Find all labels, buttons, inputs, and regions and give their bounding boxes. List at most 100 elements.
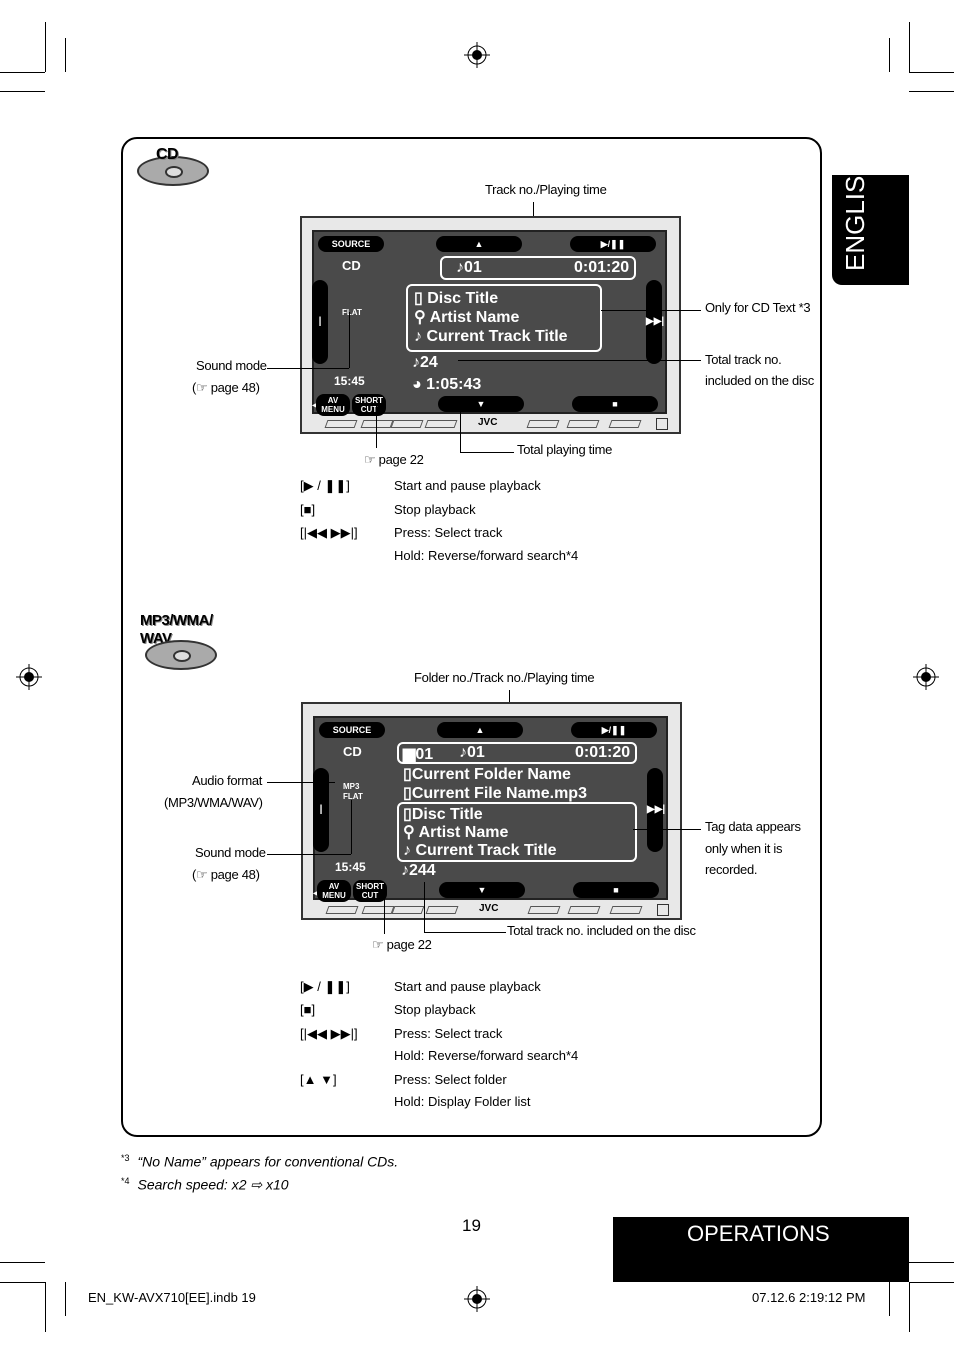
stop-button[interactable]: ■	[572, 396, 658, 412]
key-label: [■]	[300, 1002, 316, 1017]
key-label: [|◀◀ ▶▶|]	[300, 1026, 358, 1041]
callout-sound-ref: (☞ page 48)	[192, 867, 260, 882]
crop-mark	[909, 22, 910, 72]
footnote-mark: *4	[121, 1176, 130, 1186]
file-name: ▯Current File Name.mp3	[403, 785, 587, 802]
footer-stamp: 07.12.6 2:19:12 PM	[752, 1290, 866, 1305]
hw-button[interactable]	[527, 906, 561, 914]
crop-mark	[909, 91, 954, 92]
cd-disc-label: CD	[156, 146, 179, 163]
folder-name: ▯Current Folder Name	[403, 766, 571, 783]
section-label: OPERATIONS	[687, 1221, 830, 1246]
short-cut-button[interactable]: SHORT CUT	[353, 880, 387, 902]
audio-format: MP3	[343, 782, 360, 791]
callout-cd-text: Only for CD Text *3	[705, 300, 811, 315]
key-desc: Hold: Reverse/forward search*4	[394, 548, 579, 563]
language-tab: ENGLISH	[832, 175, 909, 285]
total-tracks: ♪24	[412, 354, 438, 371]
cd-text-box: ▯ Disc Title ⚲ Artist Name ♪ Current Tra…	[406, 284, 602, 352]
track-title: ♪ Current Track Title	[403, 842, 557, 859]
up-button[interactable]: ▲	[436, 236, 522, 252]
leader-line	[458, 360, 701, 361]
callout-folder-track: Folder no./Track no./Playing time	[414, 670, 595, 685]
crop-mark	[0, 1282, 45, 1283]
callout-sound-mode: Sound mode	[196, 358, 267, 373]
folder-track-time-box: ▆01 ♪01 0:01:20	[397, 742, 637, 764]
stop-button[interactable]: ■	[573, 882, 659, 898]
registration-mark-icon	[464, 1286, 490, 1312]
mp3-disc-icon	[145, 640, 217, 670]
crop-mark	[45, 1282, 46, 1332]
source-button[interactable]: SOURCE	[319, 722, 385, 738]
track-number: ♪01	[459, 744, 485, 761]
callout-sound-ref: (☞ page 48)	[192, 380, 260, 395]
source-button[interactable]: SOURCE	[318, 236, 384, 252]
hw-button[interactable]	[609, 906, 643, 914]
mp3-screen: SOURCE ▲ ▶/❚❚ CD ▆01 ♪01 0:01:20 ▯Curren…	[313, 716, 668, 902]
folder-number: ▆01	[403, 746, 434, 763]
prev-button[interactable]: |◀◀	[312, 280, 328, 411]
leader-line	[349, 312, 350, 368]
hw-button[interactable]	[390, 420, 424, 428]
key-desc: Press: Select track	[394, 525, 503, 540]
play-pause-button[interactable]: ▶/❚❚	[570, 236, 656, 252]
down-button[interactable]: ▼	[439, 882, 525, 898]
next-button[interactable]: ▶▶|	[647, 768, 665, 852]
leader-line	[351, 800, 352, 854]
hw-square-button[interactable]	[656, 418, 668, 430]
hw-button[interactable]	[424, 420, 458, 428]
play-pause-button[interactable]: ▶/❚❚	[571, 722, 657, 738]
hw-button[interactable]	[425, 906, 459, 914]
disc-title: ▯ Disc Title	[414, 290, 499, 307]
hw-button[interactable]	[361, 906, 395, 914]
hw-button[interactable]	[391, 906, 425, 914]
prev-button[interactable]: |◀◀	[313, 768, 329, 899]
artist-name: ⚲ Artist Name	[414, 309, 520, 326]
language-label: ENGLISH	[840, 175, 870, 271]
leader-line	[601, 310, 701, 311]
callout-total-track: Total track no. included on the disc	[507, 923, 696, 938]
hw-button[interactable]	[324, 420, 358, 428]
key-label: [|◀◀ ▶▶|]	[300, 525, 358, 540]
callout-total-playing: Total playing time	[517, 442, 613, 457]
key-desc: Hold: Display Folder list	[394, 1094, 531, 1109]
hw-button[interactable]	[566, 420, 600, 428]
leader-line	[384, 890, 385, 934]
callout-sound-mode: Sound mode	[195, 845, 266, 860]
track-number: ♪01	[456, 259, 482, 276]
hw-button[interactable]	[608, 420, 642, 428]
registration-mark-icon	[913, 664, 939, 690]
brand-logo: JVC	[479, 903, 499, 914]
leader-line	[267, 368, 349, 369]
callout-audio-format: Audio format	[192, 773, 263, 788]
hw-button[interactable]	[567, 906, 601, 914]
sound-mode: FLAT	[342, 308, 362, 317]
hw-square-button[interactable]	[657, 904, 669, 916]
cd-screen: SOURCE ▲ ▶/❚❚ CD ♪01 0:01:20 ▯ Disc Titl…	[312, 230, 667, 416]
leader-line	[460, 452, 514, 453]
up-button[interactable]: ▲	[437, 722, 523, 738]
av-menu-button[interactable]: AV MENU	[317, 880, 351, 902]
callout-page22: ☞ page 22	[372, 937, 432, 952]
clock: 15:45	[334, 374, 365, 388]
hw-button[interactable]	[325, 906, 359, 914]
callout-tag2: only when it is	[705, 841, 783, 856]
crop-mark	[909, 72, 954, 73]
down-button[interactable]: ▼	[438, 396, 524, 412]
hw-button[interactable]	[360, 420, 394, 428]
leader-line	[633, 829, 701, 830]
leader-line	[267, 854, 351, 855]
total-tracks: ♪244	[401, 862, 436, 879]
footnote: *3“No Name” appears for conventional CDs…	[121, 1153, 398, 1170]
crop-mark	[889, 38, 890, 72]
callout-tag1: Tag data appears	[705, 819, 801, 834]
page-number: 19	[462, 1216, 481, 1235]
next-button[interactable]: ▶▶|	[646, 280, 664, 364]
crop-mark	[0, 72, 45, 73]
hw-button[interactable]	[526, 420, 560, 428]
footnote-mark: *3	[121, 1153, 130, 1163]
callout-total-track: Total track no.	[705, 352, 782, 367]
av-menu-button[interactable]: AV MENU	[316, 394, 350, 416]
short-cut-button[interactable]: SHORT CUT	[352, 394, 386, 416]
